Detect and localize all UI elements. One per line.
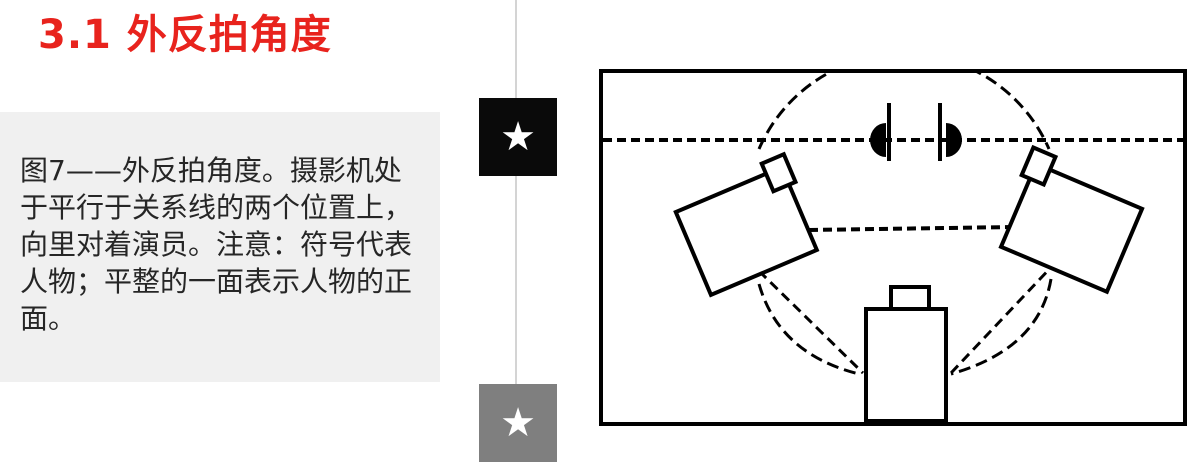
timeline-marker-active[interactable]: ★	[479, 98, 557, 176]
timeline-marker-inactive[interactable]: ★	[479, 384, 557, 462]
sightline	[757, 269, 865, 375]
actor-right-symbol	[938, 103, 962, 161]
actor-left-symbol	[870, 103, 891, 161]
camera-link-line	[808, 225, 1015, 232]
description-panel	[0, 112, 440, 382]
camera-left	[673, 151, 820, 298]
timeline-line	[515, 0, 517, 462]
camera-arc	[950, 278, 1053, 376]
sightline	[949, 259, 1059, 375]
camera-angle-diagram	[599, 69, 1187, 426]
camera-arc	[757, 69, 1051, 150]
description-text: 图7——外反拍角度。摄影机处于平行于关系线的两个位置上，向里对着演员。注意：符号…	[20, 154, 413, 335]
star-icon: ★	[500, 400, 536, 446]
star-icon: ★	[500, 114, 536, 160]
camera-bottom	[864, 285, 948, 423]
camera-right	[998, 144, 1145, 295]
slide-title: 3.1 外反拍角度	[38, 12, 332, 58]
